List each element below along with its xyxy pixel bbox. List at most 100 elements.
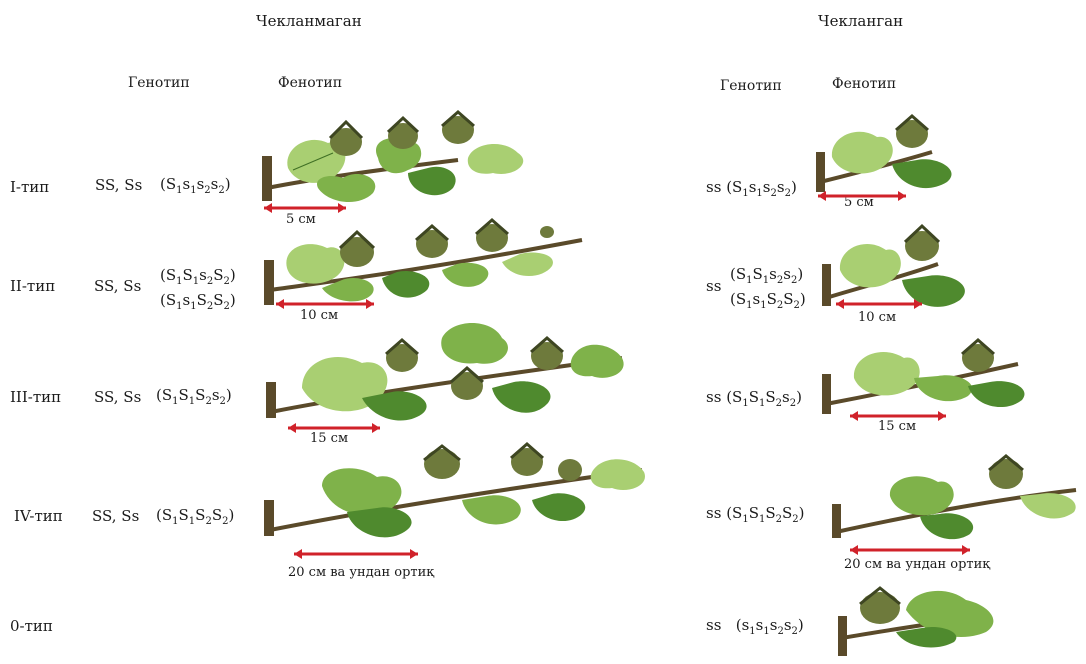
boll	[476, 220, 508, 252]
leaf	[492, 381, 550, 413]
stem-base	[822, 374, 831, 414]
right-genotype-0: ss (s1s1s2s2)	[706, 616, 804, 637]
leaf	[468, 144, 523, 174]
boll	[905, 226, 939, 261]
right-genotype-header: Генотип	[720, 78, 782, 94]
boll	[531, 338, 563, 370]
leaf	[892, 159, 952, 188]
boll	[896, 116, 928, 148]
formula-line: (S1s1S2S2)	[160, 291, 236, 316]
type-label-iv: IV-тип	[14, 507, 63, 525]
right-formula-iii: (S1S1S2s2)	[726, 388, 802, 406]
formula-line: (S1s1s2s2)	[726, 178, 797, 196]
measure-arrow	[264, 203, 346, 213]
measure-arrow	[818, 191, 906, 201]
right-plant-i	[812, 112, 972, 204]
boll	[416, 226, 448, 258]
leaf	[408, 167, 456, 196]
right-formula-i: (S1s1s2s2)	[726, 178, 797, 196]
leaf	[462, 495, 521, 524]
right-formula-ii: (S1S1s2s2)(S1s1S2S2)	[730, 265, 806, 315]
leaf	[502, 253, 553, 277]
measure-arrow	[850, 545, 970, 555]
leaf	[914, 375, 972, 401]
type-label-i: I-тип	[10, 178, 49, 196]
boll	[962, 340, 994, 372]
leaf	[890, 476, 954, 515]
leaf	[902, 275, 965, 307]
boll	[388, 118, 418, 149]
right-prefix-iv: ss	[706, 504, 721, 522]
left-genotype-ii: SS, Ss	[94, 277, 141, 295]
boll	[451, 368, 483, 400]
left-formula-iv: (S1S1S2S2)	[156, 506, 234, 527]
right-plant-iii	[818, 338, 1034, 424]
left-formula-iii: (S1S1S2s2)	[156, 386, 232, 407]
boll	[424, 446, 460, 479]
leaf	[840, 244, 901, 287]
right-prefix-0: ss	[706, 616, 721, 634]
stem-base	[816, 152, 825, 192]
formula-line: (S1S1S2S2)	[726, 504, 804, 522]
right-plant-0	[836, 580, 1006, 660]
type-label-iii: III-тип	[10, 388, 61, 406]
left-phenotype-header: Фенотип	[278, 75, 342, 91]
left-genotype-header: Генотип	[128, 75, 190, 91]
left-plant-iii	[262, 318, 632, 432]
leaf	[442, 263, 488, 287]
right-prefix-iii: ss	[706, 388, 721, 406]
measure-arrow	[294, 549, 418, 559]
leaf	[317, 174, 375, 202]
left-formula-i: (S1s1s2s2)	[160, 175, 231, 196]
type-label-0: 0-тип	[10, 617, 53, 635]
formula-line: (S1S1S2S2)	[156, 506, 234, 524]
right-column-title: Чекланган	[818, 12, 903, 30]
right-phenotype-header: Фенотип	[832, 76, 896, 92]
boll	[442, 112, 474, 144]
boll	[558, 459, 582, 481]
leaf	[571, 345, 624, 378]
stem-base	[264, 260, 274, 305]
boll	[511, 444, 543, 476]
measure-arrow	[836, 299, 922, 309]
boll	[386, 340, 418, 372]
right-prefix-ii: ss	[706, 277, 721, 295]
leaf	[347, 507, 412, 537]
right-genotype-i: ss (S1s1s2s2)	[706, 178, 797, 199]
stem-base	[822, 264, 831, 306]
formula-line: (s1s1s2s2)	[736, 616, 804, 634]
formula-line: (S1s1s2s2)	[160, 175, 231, 193]
right-measure-iv: 20 см ва ундан ортиқ	[844, 557, 990, 572]
measure-arrow	[288, 423, 380, 433]
right-plant-iv	[830, 456, 1082, 556]
left-genotype-iii: SS, Ss	[94, 388, 141, 406]
right-prefix-i: ss	[706, 178, 721, 196]
formula-line: (S1S1S2s2)	[726, 388, 802, 406]
leaf	[1020, 493, 1076, 518]
right-genotype-iii: ss (S1S1S2s2)	[706, 388, 802, 409]
leaf	[441, 323, 508, 364]
formula-line: (S1S1s2s2)	[730, 265, 806, 290]
boll	[540, 226, 554, 238]
boll	[330, 122, 362, 156]
leaf	[286, 244, 344, 283]
stem-base	[262, 156, 272, 201]
measure-arrow	[850, 411, 946, 421]
left-plant-ii	[262, 218, 592, 310]
boll	[340, 232, 374, 267]
leaf	[591, 459, 645, 490]
right-formula-0: (s1s1s2s2)	[736, 616, 804, 634]
formula-line: (S1s1S2S2)	[730, 290, 806, 315]
left-column-title: Чекланмаган	[256, 12, 362, 30]
leaf	[968, 381, 1024, 407]
left-plant-iv	[262, 442, 652, 560]
formula-line: (S1S1S2s2)	[156, 386, 232, 404]
right-plant-ii	[818, 224, 988, 324]
type-label-ii: II-тип	[10, 277, 55, 295]
right-genotype-iv: ss (S1S1S2S2)	[706, 504, 805, 525]
leaf	[896, 627, 956, 648]
leaf	[532, 493, 585, 521]
left-plant-i	[258, 108, 538, 218]
right-formula-iv: (S1S1S2S2)	[726, 504, 804, 522]
boll	[860, 588, 900, 624]
